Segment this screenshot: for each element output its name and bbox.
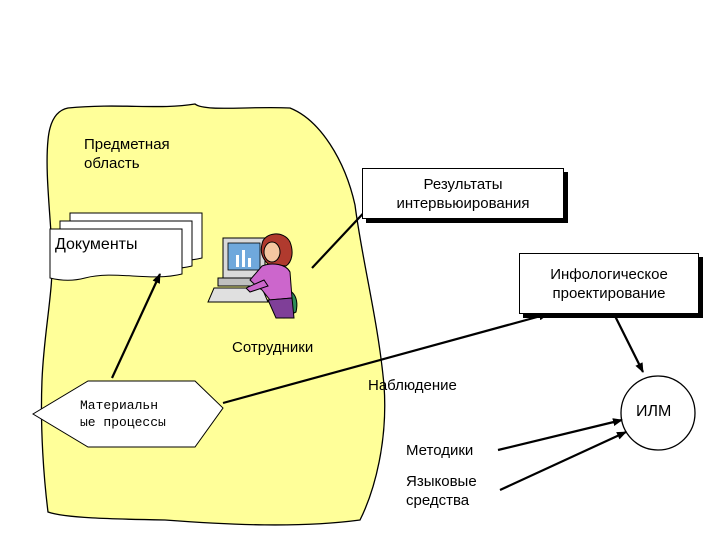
- arrow-infological-design-to-ilm: [613, 313, 644, 373]
- observation-label: Наблюдение: [368, 377, 457, 394]
- employees-label: Сотрудники: [232, 339, 314, 356]
- screen-bar-1: [236, 255, 239, 267]
- ilm-circle: [620, 375, 696, 451]
- keyboard: [207, 287, 269, 303]
- language-means-line-1: Языковые: [406, 473, 477, 490]
- subject-area-label-line-2: область: [84, 155, 140, 172]
- infological-design-line-1: Инфологическое: [550, 265, 668, 283]
- interview-results-line-1: Результаты: [423, 175, 503, 193]
- screen-bar-3: [248, 258, 251, 267]
- arrow-language-means-to-ilm: [499, 431, 627, 491]
- arrow-methods-to-ilm: [497, 418, 623, 452]
- interview-results-line-2: интервьюирования: [396, 194, 530, 212]
- subject-area-label: Предметная область: [84, 135, 170, 173]
- person-face: [263, 241, 281, 263]
- language-means-label: Языковые средства: [406, 472, 477, 510]
- methods-label: Методики: [406, 442, 474, 459]
- subject-area-label-line-1: Предметная: [84, 136, 170, 153]
- infological-design-line-2: проектирование: [552, 284, 666, 302]
- person-legs: [267, 297, 295, 319]
- arrow-processes-to-infological-design: [222, 312, 549, 405]
- document-sheet-front: [49, 228, 183, 281]
- screen-bar-2: [242, 250, 245, 267]
- arrow-processes-to-documents: [111, 273, 161, 379]
- material-processes-label: Материальн ые процессы: [80, 397, 166, 431]
- documents-stack: [49, 212, 203, 281]
- ilm-label: ИЛМ: [636, 403, 672, 420]
- documents-label: Документы: [55, 236, 138, 253]
- employee-at-computer-icon: [207, 233, 298, 319]
- material-processes-line-2: ые процессы: [80, 415, 166, 430]
- infological-design-box: Инфологическое проектирование: [519, 253, 699, 314]
- person-arm: [245, 279, 269, 293]
- monitor-screen: [227, 242, 261, 271]
- language-means-line-2: средства: [406, 492, 470, 509]
- material-processes-line-1: Материальн: [80, 398, 159, 413]
- interview-results-box: Результаты интервьюирования: [362, 168, 564, 219]
- material-processes-hexagon: [32, 380, 224, 448]
